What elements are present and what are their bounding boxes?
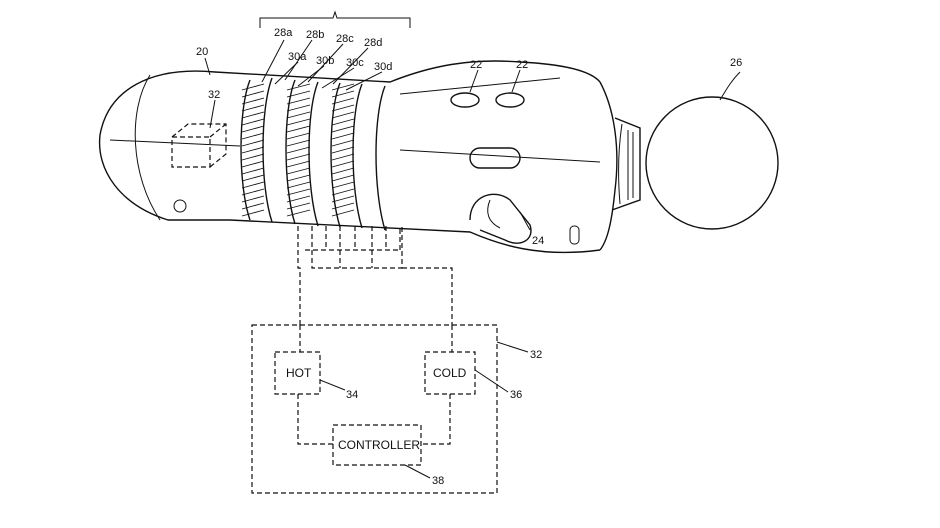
ref-28b: 28b	[306, 29, 324, 41]
band-hatch-stroke	[331, 104, 355, 112]
band-hatch-stroke	[331, 181, 355, 189]
band-hatch-stroke	[241, 90, 265, 98]
band-hatch-stroke	[331, 160, 355, 168]
band-hatch-stroke	[331, 209, 355, 217]
band-hatch-stroke	[286, 139, 311, 147]
band-hatch-stroke	[241, 209, 265, 217]
ref-28a: 28a	[274, 27, 293, 39]
band-hatch-stroke	[241, 188, 265, 196]
band-hatch-stroke	[286, 83, 311, 91]
ref-30b: 30b	[316, 55, 334, 67]
band-hatch-stroke	[241, 181, 265, 189]
band-hatch-stroke	[241, 153, 265, 161]
band-hatch-stroke	[241, 118, 265, 126]
ref-30d: 30d	[374, 61, 392, 73]
ref-32-box: 32	[530, 349, 542, 361]
band-hatch-stroke	[331, 132, 355, 140]
band-hatch-stroke	[331, 97, 355, 105]
band-hatch-stroke	[331, 125, 355, 133]
cold-label: COLD	[433, 366, 467, 380]
band-hatch-stroke	[241, 104, 265, 112]
band-hatch-stroke	[286, 188, 311, 196]
band-hatch-stroke	[331, 90, 355, 98]
bands-bracket	[259, 10, 411, 28]
ref-30c: 30c	[346, 57, 364, 69]
band-hatch-stroke	[241, 167, 265, 175]
band-hatch-stroke	[286, 202, 311, 210]
band-hatch-stroke	[331, 174, 355, 182]
band-hatch-stroke	[331, 153, 355, 161]
band-hatch-stroke	[241, 125, 265, 133]
band-hatch-stroke	[331, 83, 355, 91]
ref-22b: 22	[516, 59, 528, 71]
band-hatch-stroke	[331, 146, 355, 154]
hot-link	[297, 394, 333, 445]
ref-30a: 30a	[288, 51, 307, 63]
band-hatch-stroke	[241, 174, 265, 182]
ref-36: 36	[510, 389, 522, 401]
band-hatch-stroke	[331, 195, 355, 203]
internal-module-32	[171, 123, 227, 168]
band-hatch-stroke	[286, 97, 311, 105]
band-hatch-stroke	[241, 202, 265, 210]
band-hatch-stroke	[286, 104, 311, 112]
hot-label: HOT	[286, 366, 312, 380]
band-hatch-stroke	[241, 160, 265, 168]
ref-22a: 22	[470, 59, 482, 71]
band-hatch-stroke	[331, 118, 355, 126]
band-hatch-stroke	[331, 111, 355, 119]
band-hatch-stroke	[331, 167, 355, 175]
ref-38: 38	[432, 475, 444, 487]
band-hatch-stroke	[286, 181, 311, 189]
band-hatch-stroke	[241, 132, 265, 140]
thermal-bands	[240, 77, 386, 231]
band-hatch-stroke	[286, 153, 311, 161]
band-hatch-stroke	[286, 174, 311, 182]
band-hatch-stroke	[286, 209, 311, 217]
ref-26: 26	[730, 57, 742, 69]
band-hatch-stroke	[286, 146, 311, 154]
band-hatch-stroke	[286, 90, 311, 98]
ref-28c: 28c	[336, 33, 354, 45]
band-hatch-stroke	[331, 139, 355, 147]
band-hatch-stroke	[241, 111, 265, 119]
controller-box	[332, 424, 422, 466]
band-hatch-stroke	[286, 132, 311, 140]
band-hatch-stroke	[286, 111, 311, 119]
ref-20: 20	[196, 46, 208, 58]
band-hatch-stroke	[286, 167, 311, 175]
band-hatch-stroke	[241, 195, 265, 203]
band-wiring	[297, 226, 453, 325]
hot-box	[274, 351, 321, 395]
ref-32-top: 32	[208, 89, 220, 101]
cold-link	[421, 394, 451, 445]
band-hatch-stroke	[241, 146, 265, 154]
leader-lines	[204, 39, 741, 479]
module-box-32	[251, 324, 498, 494]
band-hatch-stroke	[241, 83, 265, 91]
band-hatch-stroke	[286, 195, 311, 203]
band-hatch-stroke	[241, 97, 265, 105]
sphere-26	[645, 96, 779, 230]
ref-24: 24	[532, 235, 544, 247]
band-hatch-stroke	[331, 188, 355, 196]
band-hatch-stroke	[241, 139, 265, 147]
band-hatch-stroke	[286, 118, 311, 126]
band-hatch-stroke	[286, 160, 311, 168]
controller-wand	[98, 60, 641, 254]
controller-label: CONTROLLER	[338, 438, 420, 452]
band-hatch-stroke	[331, 202, 355, 210]
ref-28d: 28d	[364, 37, 382, 49]
band-hatch-stroke	[286, 125, 311, 133]
ref-34: 34	[346, 389, 358, 401]
